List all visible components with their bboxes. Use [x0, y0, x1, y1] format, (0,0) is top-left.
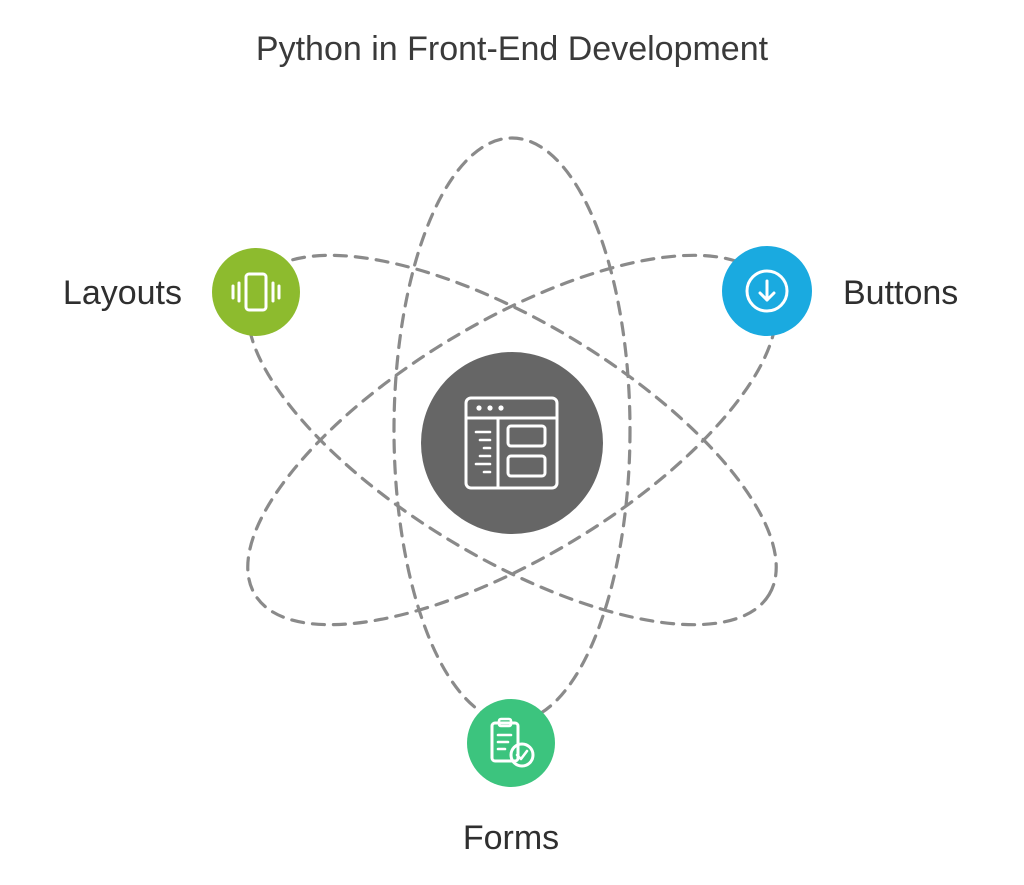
browser-window-icon	[464, 396, 559, 490]
center-node	[421, 352, 603, 534]
mobile-layout-icon	[231, 272, 281, 312]
page-title: Python in Front-End Development	[256, 30, 769, 68]
forms-circle	[467, 699, 555, 787]
node-label-forms: Forms	[463, 819, 559, 857]
center-circle	[421, 352, 603, 534]
node-buttons: Buttons	[722, 246, 958, 336]
clipboard-check-icon	[490, 717, 535, 768]
node-forms: Forms	[463, 699, 559, 857]
download-circle-icon	[745, 269, 789, 313]
node-label-buttons: Buttons	[843, 274, 958, 312]
orbit-descending	[246, 253, 778, 627]
layouts-circle	[212, 248, 300, 336]
node-label-layouts: Layouts	[63, 274, 182, 312]
node-layouts: Layouts	[63, 248, 300, 336]
